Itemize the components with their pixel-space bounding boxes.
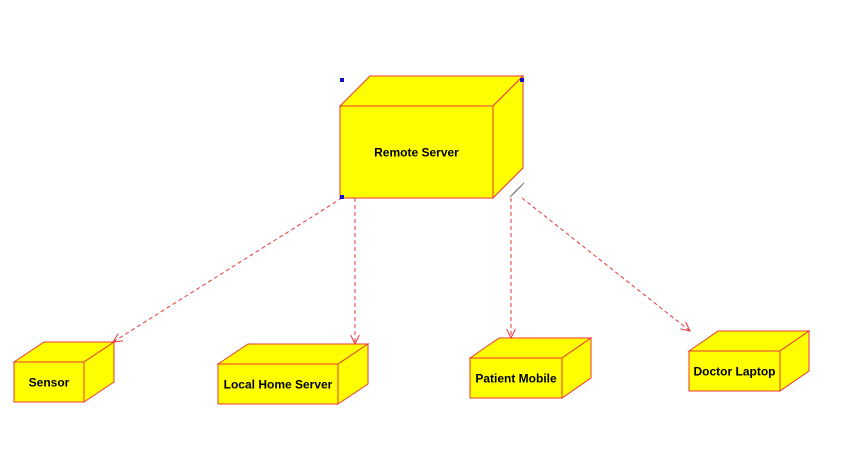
node-top-face <box>338 75 525 107</box>
node-local-home-server[interactable]: Local Home Server <box>216 343 370 405</box>
node-label: Sensor <box>29 375 70 389</box>
node-front-face <box>339 105 494 199</box>
dependency-edges <box>112 197 691 346</box>
node-doctor-laptop[interactable]: Doctor Laptop <box>687 330 811 392</box>
node-label: Patient Mobile <box>475 371 557 385</box>
selection-overlay <box>340 78 525 199</box>
dependency-patient-mobile[interactable] <box>506 198 516 340</box>
dependency-local-home-server[interactable] <box>350 198 360 346</box>
node-patient-mobile[interactable]: Patient Mobile <box>468 337 593 399</box>
node-front-face <box>688 350 781 392</box>
node-label: Doctor Laptop <box>694 364 776 378</box>
resize-grip-line <box>515 182 525 192</box>
dependency-line <box>112 197 343 343</box>
selection-handle[interactable] <box>340 195 344 199</box>
open-arrowhead <box>680 321 691 332</box>
resize-grip-icon[interactable] <box>509 182 525 198</box>
selection-handle[interactable] <box>340 78 344 82</box>
selection-handle[interactable] <box>520 78 524 82</box>
dependency-doctor-laptop[interactable] <box>521 197 691 332</box>
node-sensor[interactable]: Sensor <box>12 341 116 403</box>
dependency-line <box>521 197 691 332</box>
node-front-face <box>469 357 563 399</box>
node-remote-server[interactable]: Remote Server <box>338 74 525 200</box>
node-front-face <box>13 361 85 403</box>
node-label: Local Home Server <box>224 377 333 391</box>
node-label: Remote Server <box>374 145 459 159</box>
node-front-face <box>217 363 339 405</box>
dependency-sensor[interactable] <box>112 197 343 343</box>
